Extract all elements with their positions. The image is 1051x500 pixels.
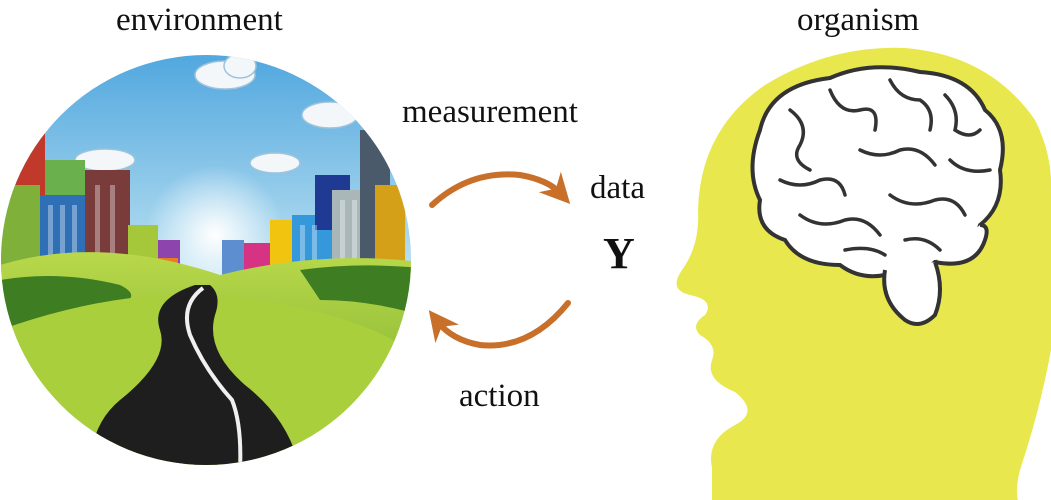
variable-y-label: Y xyxy=(603,229,635,278)
organism-label: organism xyxy=(797,2,920,38)
measurement-arrow xyxy=(429,171,571,208)
action-label: action xyxy=(459,378,540,414)
environment-label: environment xyxy=(116,2,283,38)
city-landscape-icon xyxy=(1,55,411,465)
data-label: data xyxy=(590,170,645,206)
head-brain-icon xyxy=(676,47,1051,500)
measurement-label: measurement xyxy=(402,94,578,130)
action-arrow xyxy=(428,300,571,349)
